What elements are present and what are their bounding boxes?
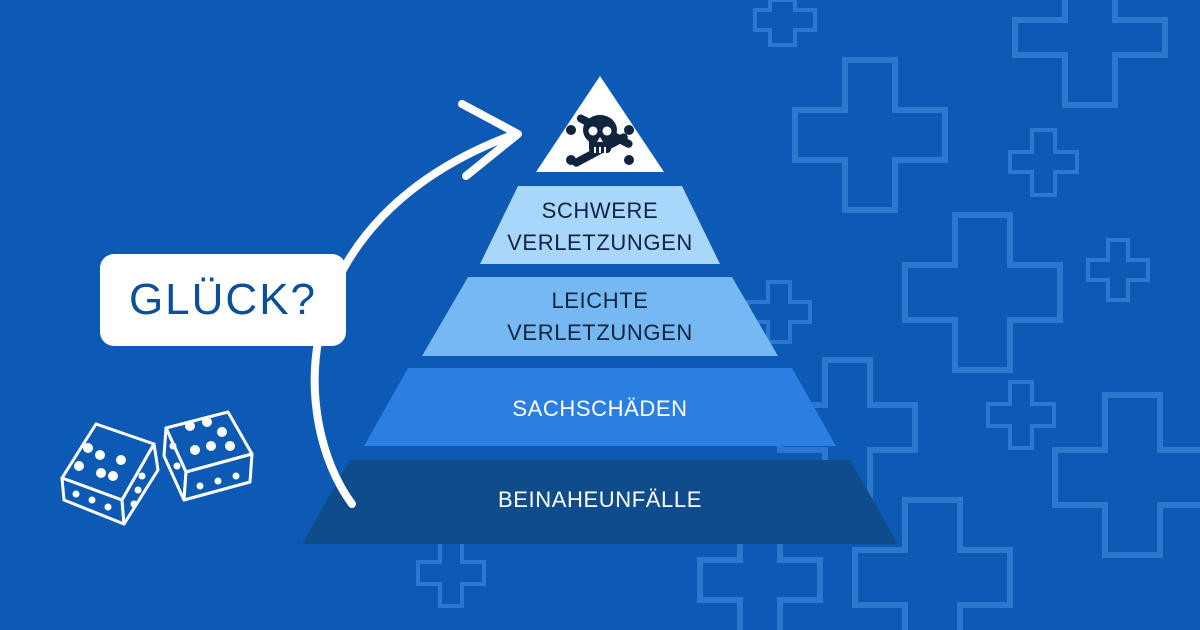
bg-cross-icon (1086, 238, 1150, 302)
serious-injuries-label-line1: SCHWERE (541, 198, 659, 223)
pyramid-level-serious-injuries (480, 186, 720, 264)
near-misses-label: BEINAHEUNFÄLLE (497, 487, 702, 512)
skull-and-crossbones-icon (566, 114, 634, 167)
bg-cross-icon (1052, 392, 1200, 558)
bg-cross-icon (792, 57, 948, 213)
pyramid-level-property-damage (364, 368, 836, 446)
minor-injuries-label-line2: VERLETZUNGEN (507, 320, 693, 345)
bg-cross-icon (986, 380, 1056, 450)
bg-cross-icon (852, 497, 1013, 630)
bg-cross-icon (902, 212, 1063, 373)
bg-cross-icon (416, 538, 486, 608)
minor-injuries-label-line1: LEICHTE (551, 288, 649, 313)
serious-injuries-label-line2: VERLETZUNGEN (507, 230, 693, 255)
bg-cross-icon (1012, 0, 1168, 108)
bg-cross-icon (753, 0, 817, 47)
bg-cross-icon (746, 280, 812, 344)
bg-cross-icon (1008, 128, 1079, 197)
luck-speech-bubble: GLÜCK? (100, 254, 346, 346)
luck-question-text: GLÜCK? (128, 275, 318, 324)
pyramid-level-near-misses (302, 460, 898, 544)
pyramid-level-minor-injuries (422, 277, 778, 356)
bg-cross-icon (697, 517, 823, 630)
property-damage-label: SACHSCHÄDEN (512, 396, 688, 421)
